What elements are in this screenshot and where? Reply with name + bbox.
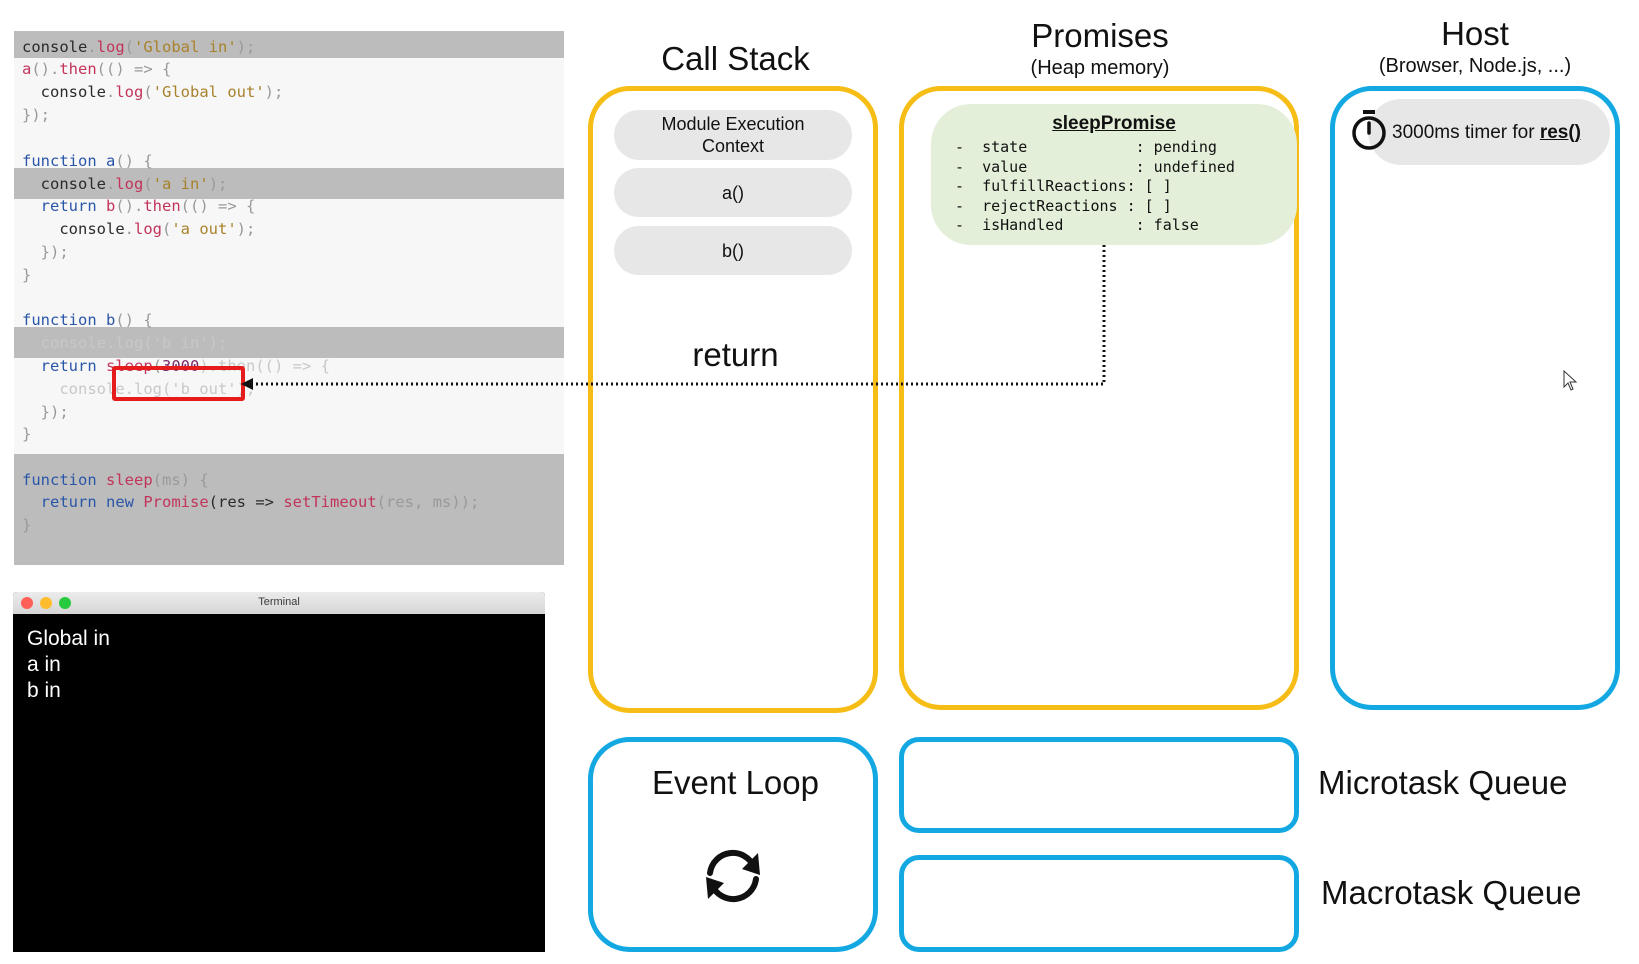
code-line: } (22, 266, 32, 284)
code-line-highlight (14, 327, 564, 358)
event-loop-title: Event Loop (652, 764, 819, 801)
microtask-queue-label: Microtask Queue (1318, 764, 1568, 801)
promise-field-reject-reactions: - rejectReactions : [ ] (955, 197, 1172, 215)
timer-label: 3000ms timer for res() (1392, 122, 1582, 143)
promise-name: sleepPromise (1052, 113, 1176, 134)
code-line: } (22, 516, 32, 534)
code-line: function sleep(ms) { (22, 471, 209, 489)
stopwatch-icon (1352, 110, 1386, 150)
terminal-titlebar: Terminal (13, 592, 545, 614)
terminal-output: Global in a in b in (13, 614, 545, 716)
stack-frame-b: b() (614, 226, 852, 275)
terminal-line: b in (27, 679, 61, 702)
code-line: console.log('a in'); (22, 175, 228, 193)
code-line: return b().then(() => { (22, 197, 256, 215)
macrotask-queue-panel (899, 855, 1299, 952)
mouse-cursor-icon (1563, 370, 1578, 391)
code-line-highlight (14, 168, 564, 199)
timer-callback: res() (1539, 122, 1582, 143)
code-line: console.log('b in'); (22, 334, 228, 352)
call-stack-title: Call Stack (661, 40, 810, 77)
terminal-title: Terminal (258, 596, 300, 608)
code-line: } (22, 425, 32, 443)
promises-subtitle: (Heap memory) (1030, 57, 1170, 79)
code-line: console.log('Global out'); (22, 83, 284, 101)
refresh-loop-icon (706, 849, 760, 903)
code-block-highlight (14, 454, 564, 565)
code-line: function b() { (22, 311, 153, 329)
code-line: function a() { (22, 152, 153, 170)
code-line: console.log('Global in'); (22, 38, 256, 56)
terminal-line: Global in (27, 627, 110, 650)
code-line: console.log('a out'); (22, 220, 256, 238)
host-title: Host (1441, 15, 1509, 52)
code-line-highlight (14, 31, 564, 58)
code-line: }); (22, 403, 69, 421)
call-stack-panel (588, 86, 878, 713)
code-editor: console.log('Global in'); a().then(() =>… (14, 31, 564, 565)
timer-card (1368, 99, 1610, 165)
code-line: }); (22, 106, 50, 124)
sleep-promise-card: sleepPromise - state : pending - value :… (931, 104, 1297, 245)
macrotask-queue-label: Macrotask Queue (1321, 874, 1582, 911)
maximize-window-button[interactable] (59, 597, 71, 609)
promises-title: Promises (1031, 17, 1169, 54)
close-window-button[interactable] (21, 597, 33, 609)
promise-field-value: - value : undefined (955, 158, 1235, 176)
code-line: return new Promise(res => setTimeout(res… (22, 493, 480, 511)
promise-field-is-handled: - isHandled : false (955, 216, 1199, 234)
code-line: }); (22, 243, 69, 261)
event-loop-panel (588, 737, 878, 952)
microtask-queue-panel (899, 737, 1299, 833)
stack-frame-module: Module Execution Context (614, 110, 852, 160)
code-line: a().then(() => { (22, 60, 172, 78)
promises-panel (899, 86, 1299, 710)
promise-field-fulfill-reactions: - fulfillReactions: [ ] (955, 177, 1172, 195)
stack-frame-a: a() (614, 168, 852, 217)
minimize-window-button[interactable] (40, 597, 52, 609)
terminal-window: Terminal Global in a in b in (13, 592, 545, 952)
terminal-line: a in (27, 653, 61, 676)
return-label: return (692, 336, 779, 373)
host-subtitle: (Browser, Node.js, ...) (1378, 55, 1572, 77)
promise-field-state: - state : pending (955, 138, 1217, 156)
host-panel (1330, 86, 1620, 710)
